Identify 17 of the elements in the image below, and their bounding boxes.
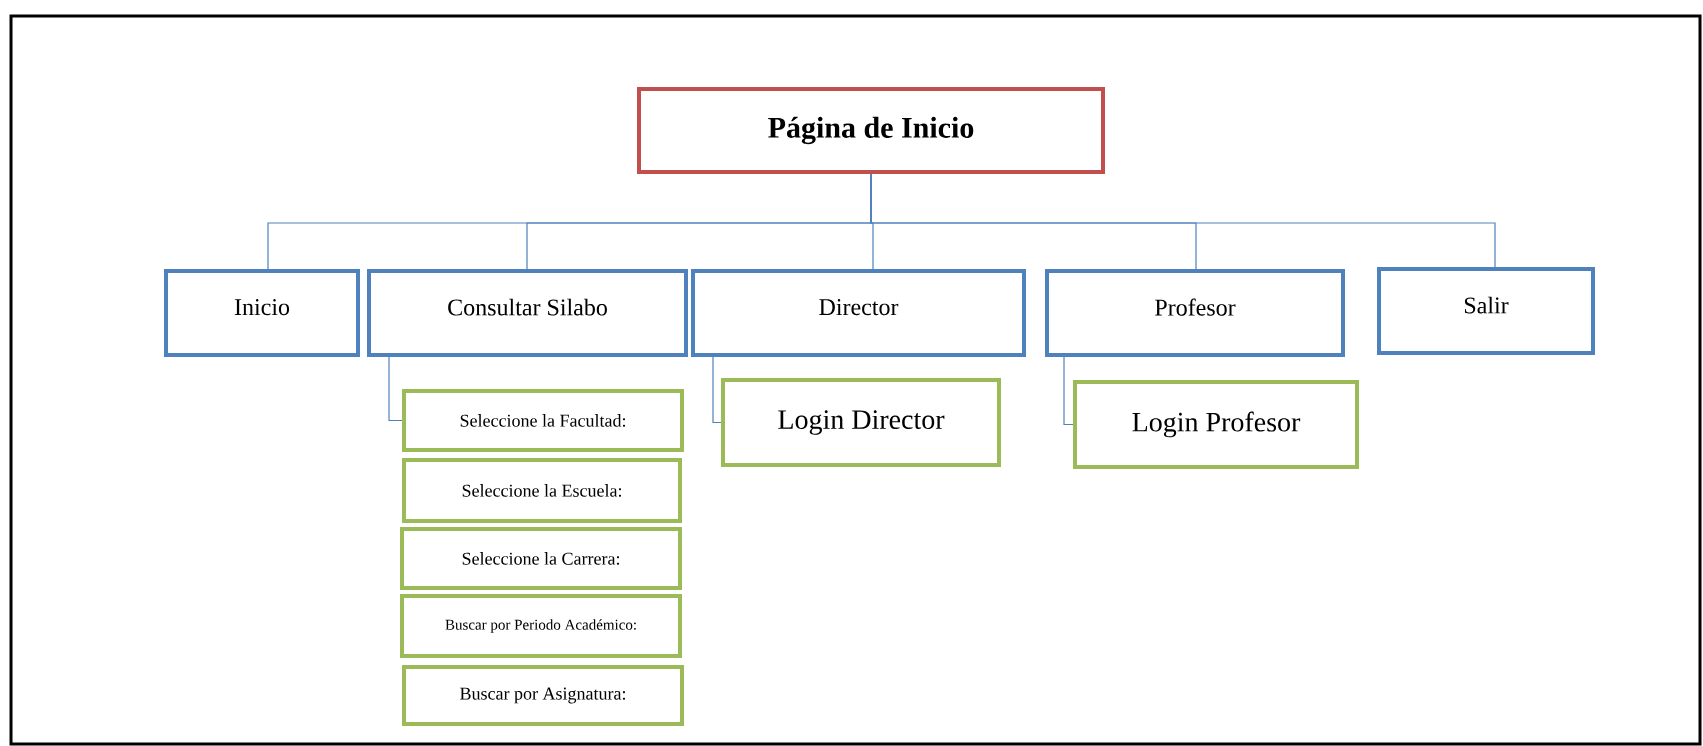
connector-line — [388, 354, 403, 422]
menu-box: Profesor — [1045, 269, 1345, 357]
menu-box: Inicio — [164, 269, 360, 357]
menu-box: Salir — [1377, 267, 1595, 355]
menu-box: Director — [691, 269, 1026, 357]
submenu-box: Seleccione la Facultad: — [402, 389, 684, 452]
submenu-box: Seleccione la Escuela: — [402, 458, 682, 523]
submenu-box: Buscar por Periodo Académico: — [400, 594, 682, 658]
connector-line — [712, 354, 722, 424]
submenu-box: Buscar por Asignatura: — [402, 665, 684, 726]
title-box: Página de Inicio — [637, 87, 1105, 174]
submenu-box: Login Director — [721, 378, 1001, 467]
connector-line — [1063, 354, 1074, 426]
connector-line — [870, 173, 1496, 270]
submenu-box: Login Profesor — [1073, 380, 1359, 469]
submenu-box: Seleccione la Carrera: — [400, 527, 682, 590]
menu-box: Consultar Silabo — [367, 269, 688, 357]
